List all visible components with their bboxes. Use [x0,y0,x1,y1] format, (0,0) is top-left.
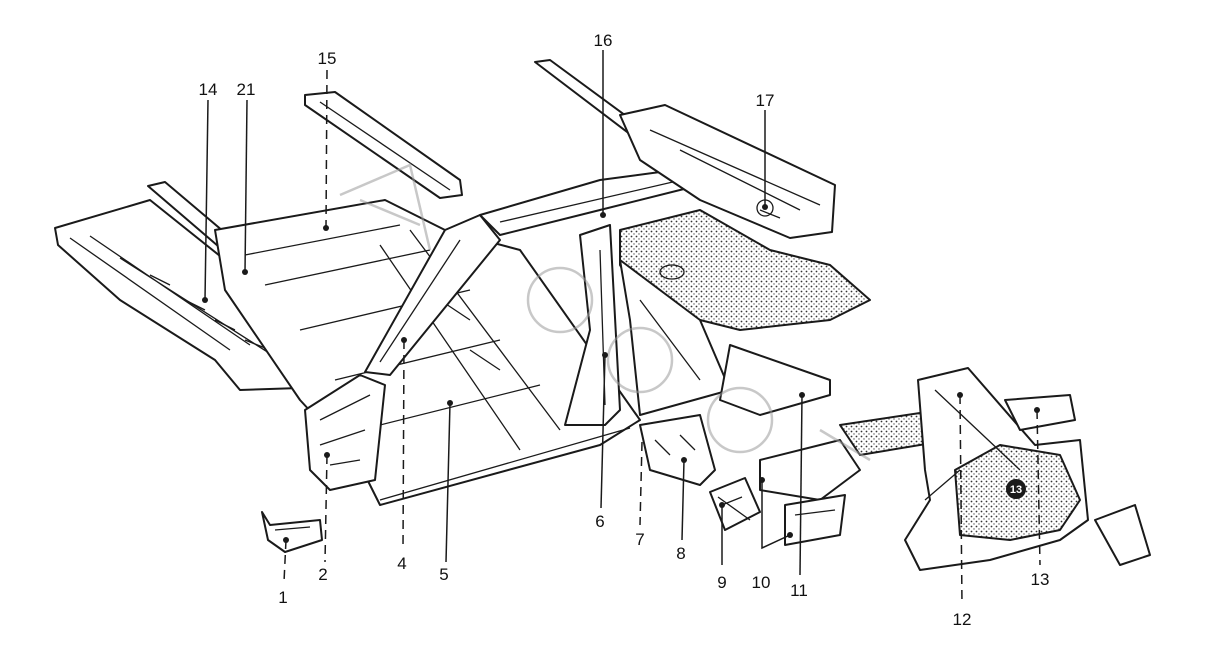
callout-1: 1 [278,588,287,607]
callout-11: 11 [790,581,808,600]
leader-lines [202,50,1041,606]
callout-21: 21 [237,80,256,99]
callout-5: 5 [439,565,448,584]
watermark [339,163,871,462]
small-bracket [261,511,323,553]
rear-bracket-plate [639,414,716,486]
center-tunnel-member [364,214,501,376]
center-pillar [564,224,731,426]
wheel-house-assembly [904,367,1151,571]
rear-mount-bracket [784,494,846,546]
part-number-badge: 13 [1006,479,1026,499]
callout-4: 4 [397,554,406,573]
callout-17: 17 [756,91,775,110]
callout-15: 15 [318,49,337,68]
callout-2: 2 [318,565,327,584]
callout-14: 14 [199,80,218,99]
callout-10: 10 [752,573,771,592]
callout-9: 9 [717,573,726,592]
rear-trunk-floor [619,104,836,239]
callout-12: 12 [953,610,972,629]
front-pillar-bracket [304,374,386,491]
callout-labels: 1 2 4 5 6 7 8 9 10 11 12 13 14 15 16 17 … [199,31,1050,629]
callout-7: 7 [635,530,644,549]
callout-8: 8 [676,544,685,563]
rear-rail-assembly [719,344,951,501]
callout-6: 6 [595,512,604,531]
callout-16: 16 [594,31,613,50]
badge-label: 13 [1010,484,1022,496]
main-floor-pan [214,199,641,506]
jack-support-block [709,477,761,531]
rear-cross-member [304,91,463,199]
callout-13: 13 [1031,570,1050,589]
